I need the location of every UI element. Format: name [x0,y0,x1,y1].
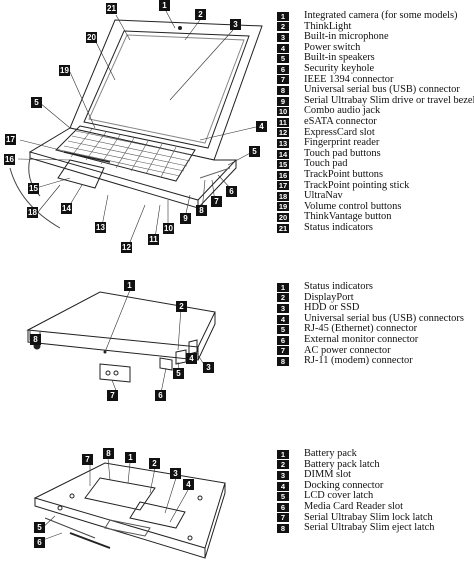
callout-16: 16 [4,154,15,165]
laptop-front-illustration [9,10,263,248]
callout-5: 5 [173,368,184,379]
callout-19: 19 [59,65,70,76]
callout-7: 7 [211,196,222,207]
callout-2: 2 [176,301,187,312]
callout-4: 4 [256,121,267,132]
callout-6: 6 [155,390,166,401]
callout-5b: 5 [249,146,260,157]
callout-5: 5 [34,522,45,533]
front-view-figure: 21 1 2 20 3 19 5 4 17 16 15 14 18 13 12 … [0,0,474,262]
callout-8: 8 [196,205,207,216]
callout-1: 1 [124,280,135,291]
callout-8: 8 [30,334,41,345]
callout-7: 7 [82,454,93,465]
callout-1: 1 [125,452,136,463]
callout-6: 6 [34,537,45,548]
callout-3: 3 [203,362,214,373]
callout-17: 17 [5,134,16,145]
callout-12: 12 [121,242,132,253]
callout-10: 10 [163,223,174,234]
callout-4: 4 [186,353,197,364]
callout-4: 4 [183,479,194,490]
callout-1: 1 [159,0,170,11]
callout-7: 7 [107,390,118,401]
callout-18: 18 [27,207,38,218]
callout-9: 9 [180,213,191,224]
callout-20: 20 [86,32,97,43]
laptop-rear-illustration [26,289,216,394]
callout-14: 14 [61,203,72,214]
callout-2: 2 [195,9,206,20]
callout-11: 11 [148,234,159,245]
callout-13: 13 [95,222,106,233]
callout-21: 21 [106,3,117,14]
callout-2: 2 [149,458,160,469]
callout-6: 6 [226,186,237,197]
callout-3: 3 [230,19,241,30]
callout-3: 3 [170,468,181,479]
laptop-bottom-illustration [33,457,226,559]
callout-5: 5 [31,97,42,108]
callout-8: 8 [103,448,114,459]
callout-15: 15 [28,183,39,194]
